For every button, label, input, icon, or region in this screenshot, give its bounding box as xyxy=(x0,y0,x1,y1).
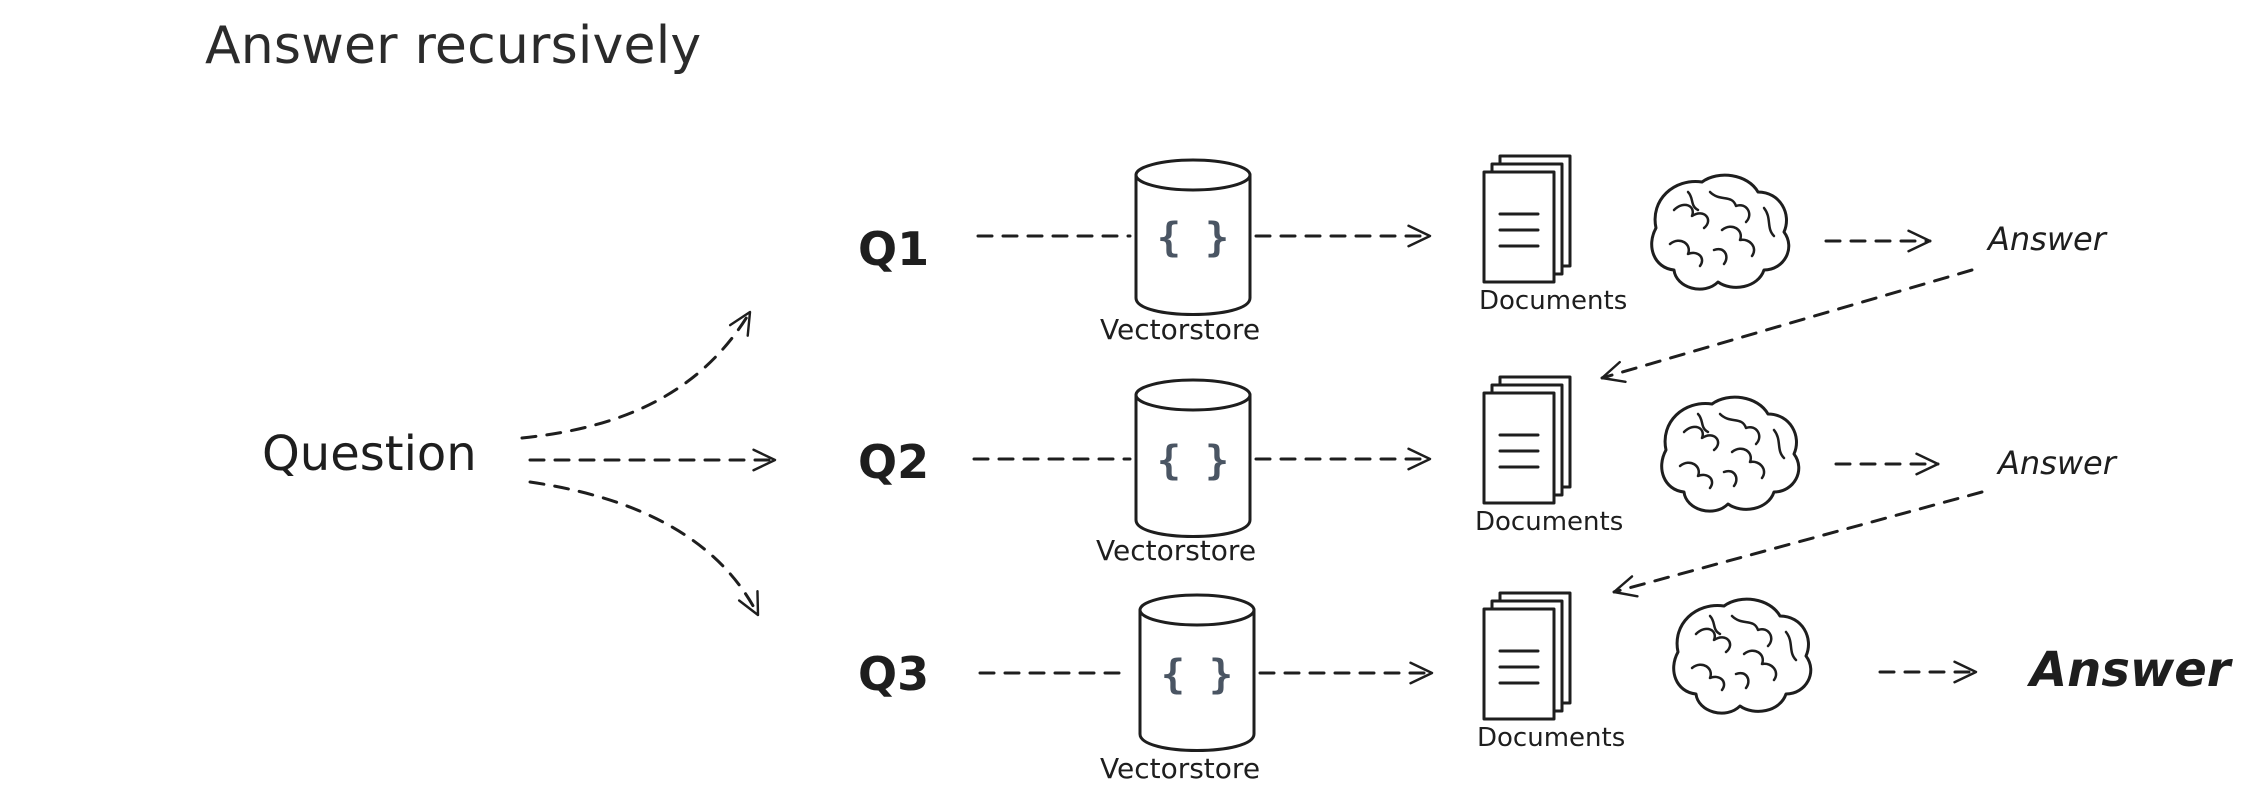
documents-label: Documents xyxy=(1475,507,1623,537)
row-q1: Q1 { } Vectorstore Documents xyxy=(858,154,2108,346)
documents-icon xyxy=(1482,375,1572,505)
vectorstore-symbol: { } xyxy=(1157,438,1229,484)
page-title: Answer recursively xyxy=(205,16,702,76)
brain-icon xyxy=(1672,597,1813,715)
arrow-question-to-q1 xyxy=(520,310,752,440)
vectorstore-symbol: { } xyxy=(1157,215,1229,261)
query-label: Q2 xyxy=(858,435,929,489)
vectorstore-label: Vectorstore xyxy=(1096,534,1256,567)
arrow-question-to-q3 xyxy=(528,480,760,617)
database-icon xyxy=(1138,593,1256,752)
documents-icon xyxy=(1482,591,1572,721)
database-icon xyxy=(1134,378,1252,538)
documents-label: Documents xyxy=(1477,723,1625,753)
answer-label: Answer xyxy=(1986,220,2108,258)
vectorstore-label: Vectorstore xyxy=(1100,313,1260,346)
vectorstore-label: Vectorstore xyxy=(1100,752,1260,785)
answer-label: Answer xyxy=(1996,444,2118,482)
brain-icon xyxy=(1650,173,1791,291)
arrow-answer2-to-documents3 xyxy=(1612,490,1984,598)
row-q2: Q2 { } Vectorstore Documents xyxy=(858,375,2118,567)
question-label: Question xyxy=(262,426,477,482)
row-q3: Q3 { } Vectorstore Documents xyxy=(858,591,2234,785)
final-answer-label: Answer xyxy=(2026,642,2234,698)
vectorstore-symbol: { } xyxy=(1161,652,1233,698)
documents-label: Documents xyxy=(1479,286,1627,316)
arrow-answer1-to-documents2 xyxy=(1600,268,1974,384)
database-icon xyxy=(1134,158,1252,316)
documents-icon xyxy=(1482,154,1572,284)
query-label: Q1 xyxy=(858,222,929,276)
brain-icon xyxy=(1660,395,1801,513)
query-label: Q3 xyxy=(858,647,929,701)
